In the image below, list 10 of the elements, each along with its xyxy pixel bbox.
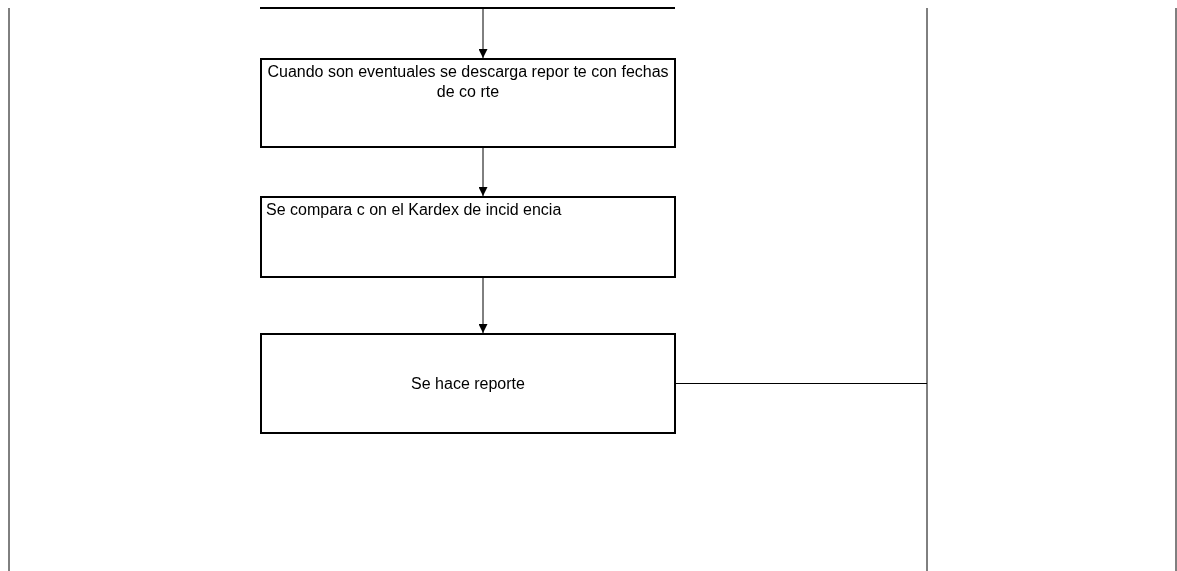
step-text: Cuando son eventuales se descarga repor te con fechas de co rte xyxy=(266,62,670,102)
arrow xyxy=(478,7,488,59)
process-box xyxy=(260,333,676,434)
step-text: Se compara c on el Kardex de incid encia xyxy=(266,200,562,220)
connector-line xyxy=(675,383,928,384)
arrow xyxy=(478,147,488,197)
arrow xyxy=(478,277,488,334)
process-box xyxy=(260,196,676,278)
step-text: Se hace reporte xyxy=(411,373,525,394)
process-box xyxy=(260,58,676,148)
